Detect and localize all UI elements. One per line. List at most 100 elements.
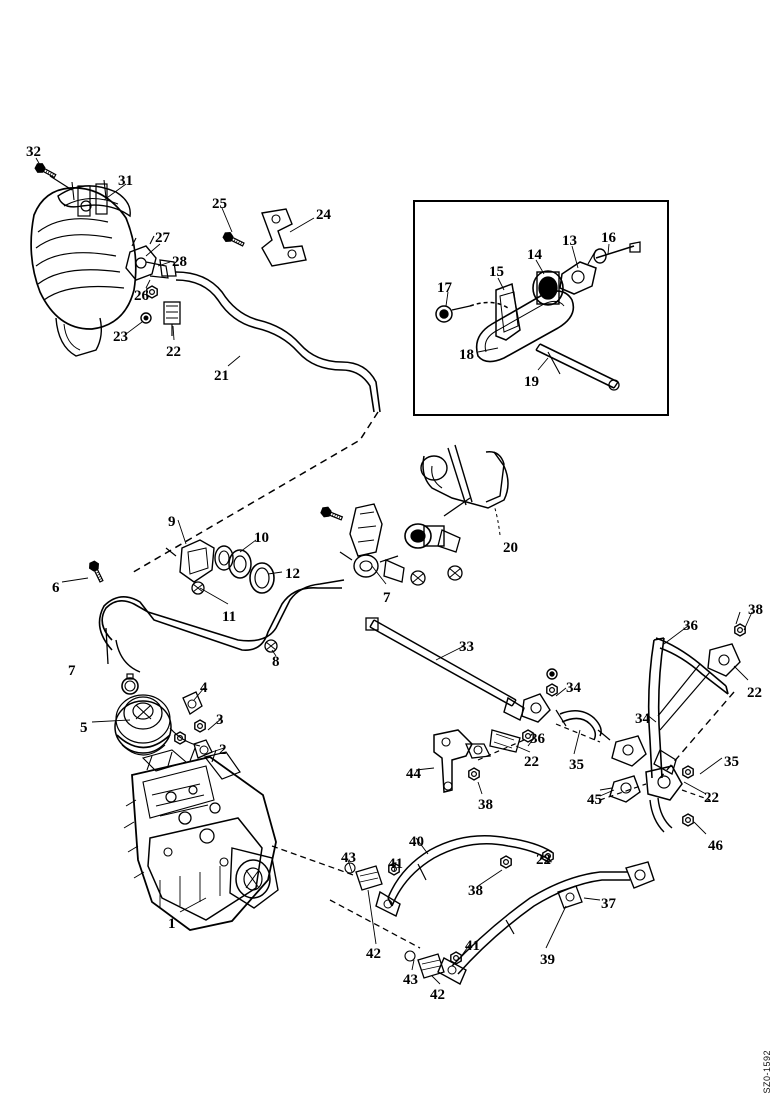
- callout-34: 34: [566, 680, 581, 696]
- callout-9: 9: [168, 514, 176, 530]
- inset-leaders: [445, 243, 610, 371]
- callout-33: 33: [459, 639, 474, 655]
- callout-22: 22: [524, 754, 539, 770]
- callout-31: 31: [118, 173, 133, 189]
- callout-44: 44: [406, 766, 421, 782]
- dashed-link-right: [477, 723, 711, 801]
- dashed-right-cluster: [659, 691, 735, 779]
- clip-8: [264, 639, 278, 653]
- callout-23: 23: [113, 329, 128, 345]
- union-41-a: [344, 862, 400, 891]
- callout-41: 41: [388, 856, 403, 872]
- callout-38: 38: [468, 883, 483, 899]
- leader-20: [493, 504, 501, 536]
- clamp-assembly-7b: [319, 503, 426, 586]
- callout-27: 27: [155, 230, 170, 246]
- callout-36: 36: [683, 618, 698, 634]
- callout-32: 32: [26, 144, 41, 160]
- callout-20: 20: [503, 540, 518, 556]
- callout-22: 22: [536, 852, 551, 868]
- support-bracket-24: [261, 208, 307, 267]
- hose-main-left: [98, 579, 345, 673]
- callout-37: 37: [601, 896, 616, 912]
- callout-35: 35: [569, 757, 584, 773]
- cylinder-head-assembly: [30, 179, 137, 357]
- callout-8: 8: [272, 654, 280, 670]
- bolt-32: [33, 160, 73, 191]
- callout-6: 6: [52, 580, 60, 596]
- callout-2: 2: [219, 742, 227, 758]
- callout-19: 19: [524, 374, 539, 390]
- bracket-15: [495, 282, 521, 341]
- callout-26: 26: [134, 288, 149, 304]
- coolant-pipe-21: [175, 271, 381, 413]
- union-14: [532, 270, 564, 306]
- callout-21: 21: [214, 368, 229, 384]
- callout-42: 42: [430, 987, 445, 1003]
- clamp-28: [159, 259, 177, 277]
- callout-43: 43: [341, 850, 356, 866]
- pin-16: [593, 241, 641, 264]
- callout-13: 13: [562, 233, 577, 249]
- joint-34-a: [521, 668, 558, 723]
- callout-39: 39: [540, 952, 555, 968]
- callout-12: 12: [285, 566, 300, 582]
- callout-22: 22: [704, 790, 719, 806]
- banjo-37: [500, 849, 655, 909]
- union-41-b: [404, 950, 462, 979]
- callout-15: 15: [489, 264, 504, 280]
- dashed-leader-main: [129, 411, 379, 575]
- detail-inset-box: [413, 200, 669, 416]
- callout-7: 7: [68, 663, 76, 679]
- plate-44: [433, 729, 491, 793]
- callout-45: 45: [587, 792, 602, 808]
- callout-24: 24: [316, 207, 331, 223]
- callout-17: 17: [437, 280, 452, 296]
- callout-3: 3: [216, 712, 224, 728]
- callout-28: 28: [172, 254, 187, 270]
- frame-rail-36: [647, 637, 729, 779]
- callout-38: 38: [748, 602, 763, 618]
- engine-crankcase-assembly: [123, 747, 279, 931]
- callout-34: 34: [635, 711, 650, 727]
- callout-10: 10: [254, 530, 269, 546]
- brake-line-40: [375, 834, 553, 917]
- joint-34-b: [611, 735, 647, 767]
- callout-5: 5: [80, 720, 88, 736]
- callout-18: 18: [459, 347, 474, 363]
- callout-38: 38: [478, 797, 493, 813]
- callout-42: 42: [366, 946, 381, 962]
- dashed-bottom: [271, 845, 421, 949]
- junction-45-block: [599, 749, 694, 833]
- fittings-2-3-4: [169, 691, 213, 759]
- callout-22: 22: [747, 685, 762, 701]
- tube-33: [365, 617, 525, 721]
- callout-35: 35: [724, 754, 739, 770]
- hose-35-a: [555, 709, 611, 741]
- joint-22-right: [707, 611, 746, 677]
- brake-line-39: [437, 871, 630, 985]
- sheet-corner-code: SZ0-1592: [762, 1050, 772, 1094]
- flange-group-9-12: [165, 539, 275, 595]
- cap-nut-17: [435, 305, 471, 323]
- bracket-20: [404, 444, 509, 581]
- line-19: [469, 301, 620, 391]
- callout-40: 40: [409, 834, 424, 850]
- callout-7: 7: [383, 590, 391, 606]
- callout-46: 46: [708, 838, 723, 854]
- callout-4: 4: [200, 680, 208, 696]
- thermostat-housing-27: [125, 235, 169, 281]
- callout-1: 1: [168, 916, 176, 932]
- callout-14: 14: [527, 247, 542, 263]
- callout-16: 16: [601, 230, 616, 246]
- bracket-22-mid: [489, 729, 534, 753]
- callout-36: 36: [530, 731, 545, 747]
- callout-25: 25: [212, 196, 227, 212]
- callout-41: 41: [465, 938, 480, 954]
- bolt-22-top: [163, 301, 181, 336]
- callout-43: 43: [403, 972, 418, 988]
